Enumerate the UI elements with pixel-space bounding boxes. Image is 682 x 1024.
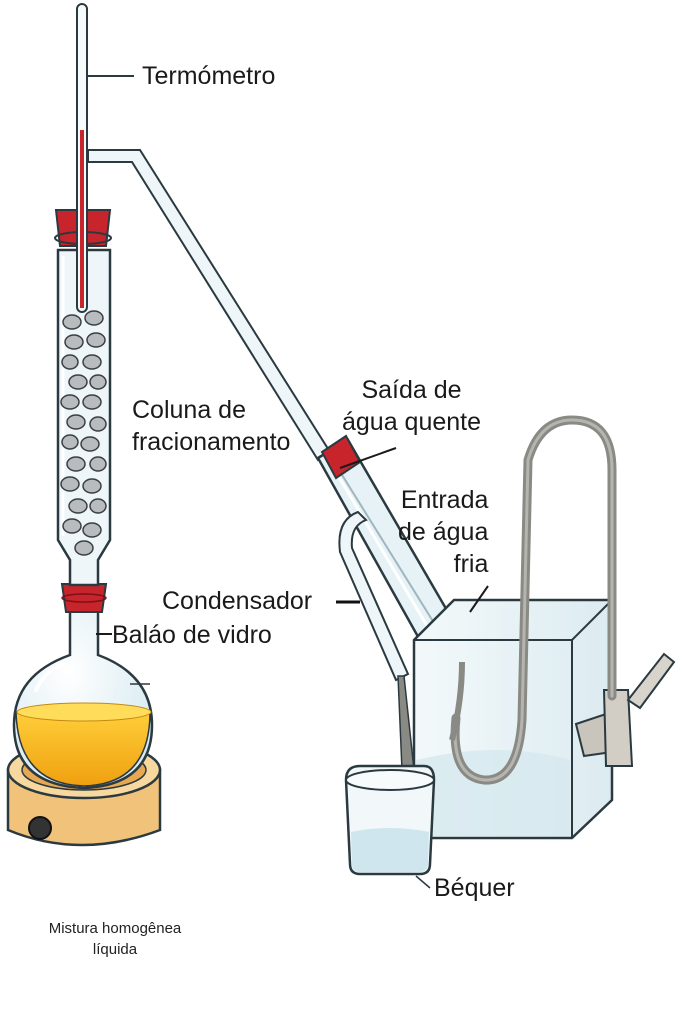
outflow-hose [449, 661, 465, 741]
label-cold-water-in: Entrada de água fria [398, 486, 489, 578]
water-tank [412, 598, 676, 840]
beaker [344, 764, 436, 889]
lower-stopper [60, 583, 108, 613]
column-packing [60, 310, 107, 556]
label-thermometer: Termómetro [142, 62, 276, 90]
heater-knob-icon[interactable] [28, 816, 52, 840]
label-fractionating-column: Coluna de fracionamento [132, 396, 291, 456]
label-beaker: Béquer [434, 874, 515, 902]
round-bottom-flask [12, 608, 154, 790]
label-condenser: Condensador [162, 587, 313, 615]
label-flask: Baláo de vidro [112, 621, 272, 649]
label-hot-water-out: Saída de água quente [342, 376, 482, 436]
leader-lines [96, 447, 489, 635]
label-mixture: Mistura homogênea líquida [48, 920, 182, 958]
cold-water-hose [450, 415, 617, 785]
fractionating-column [56, 248, 112, 587]
